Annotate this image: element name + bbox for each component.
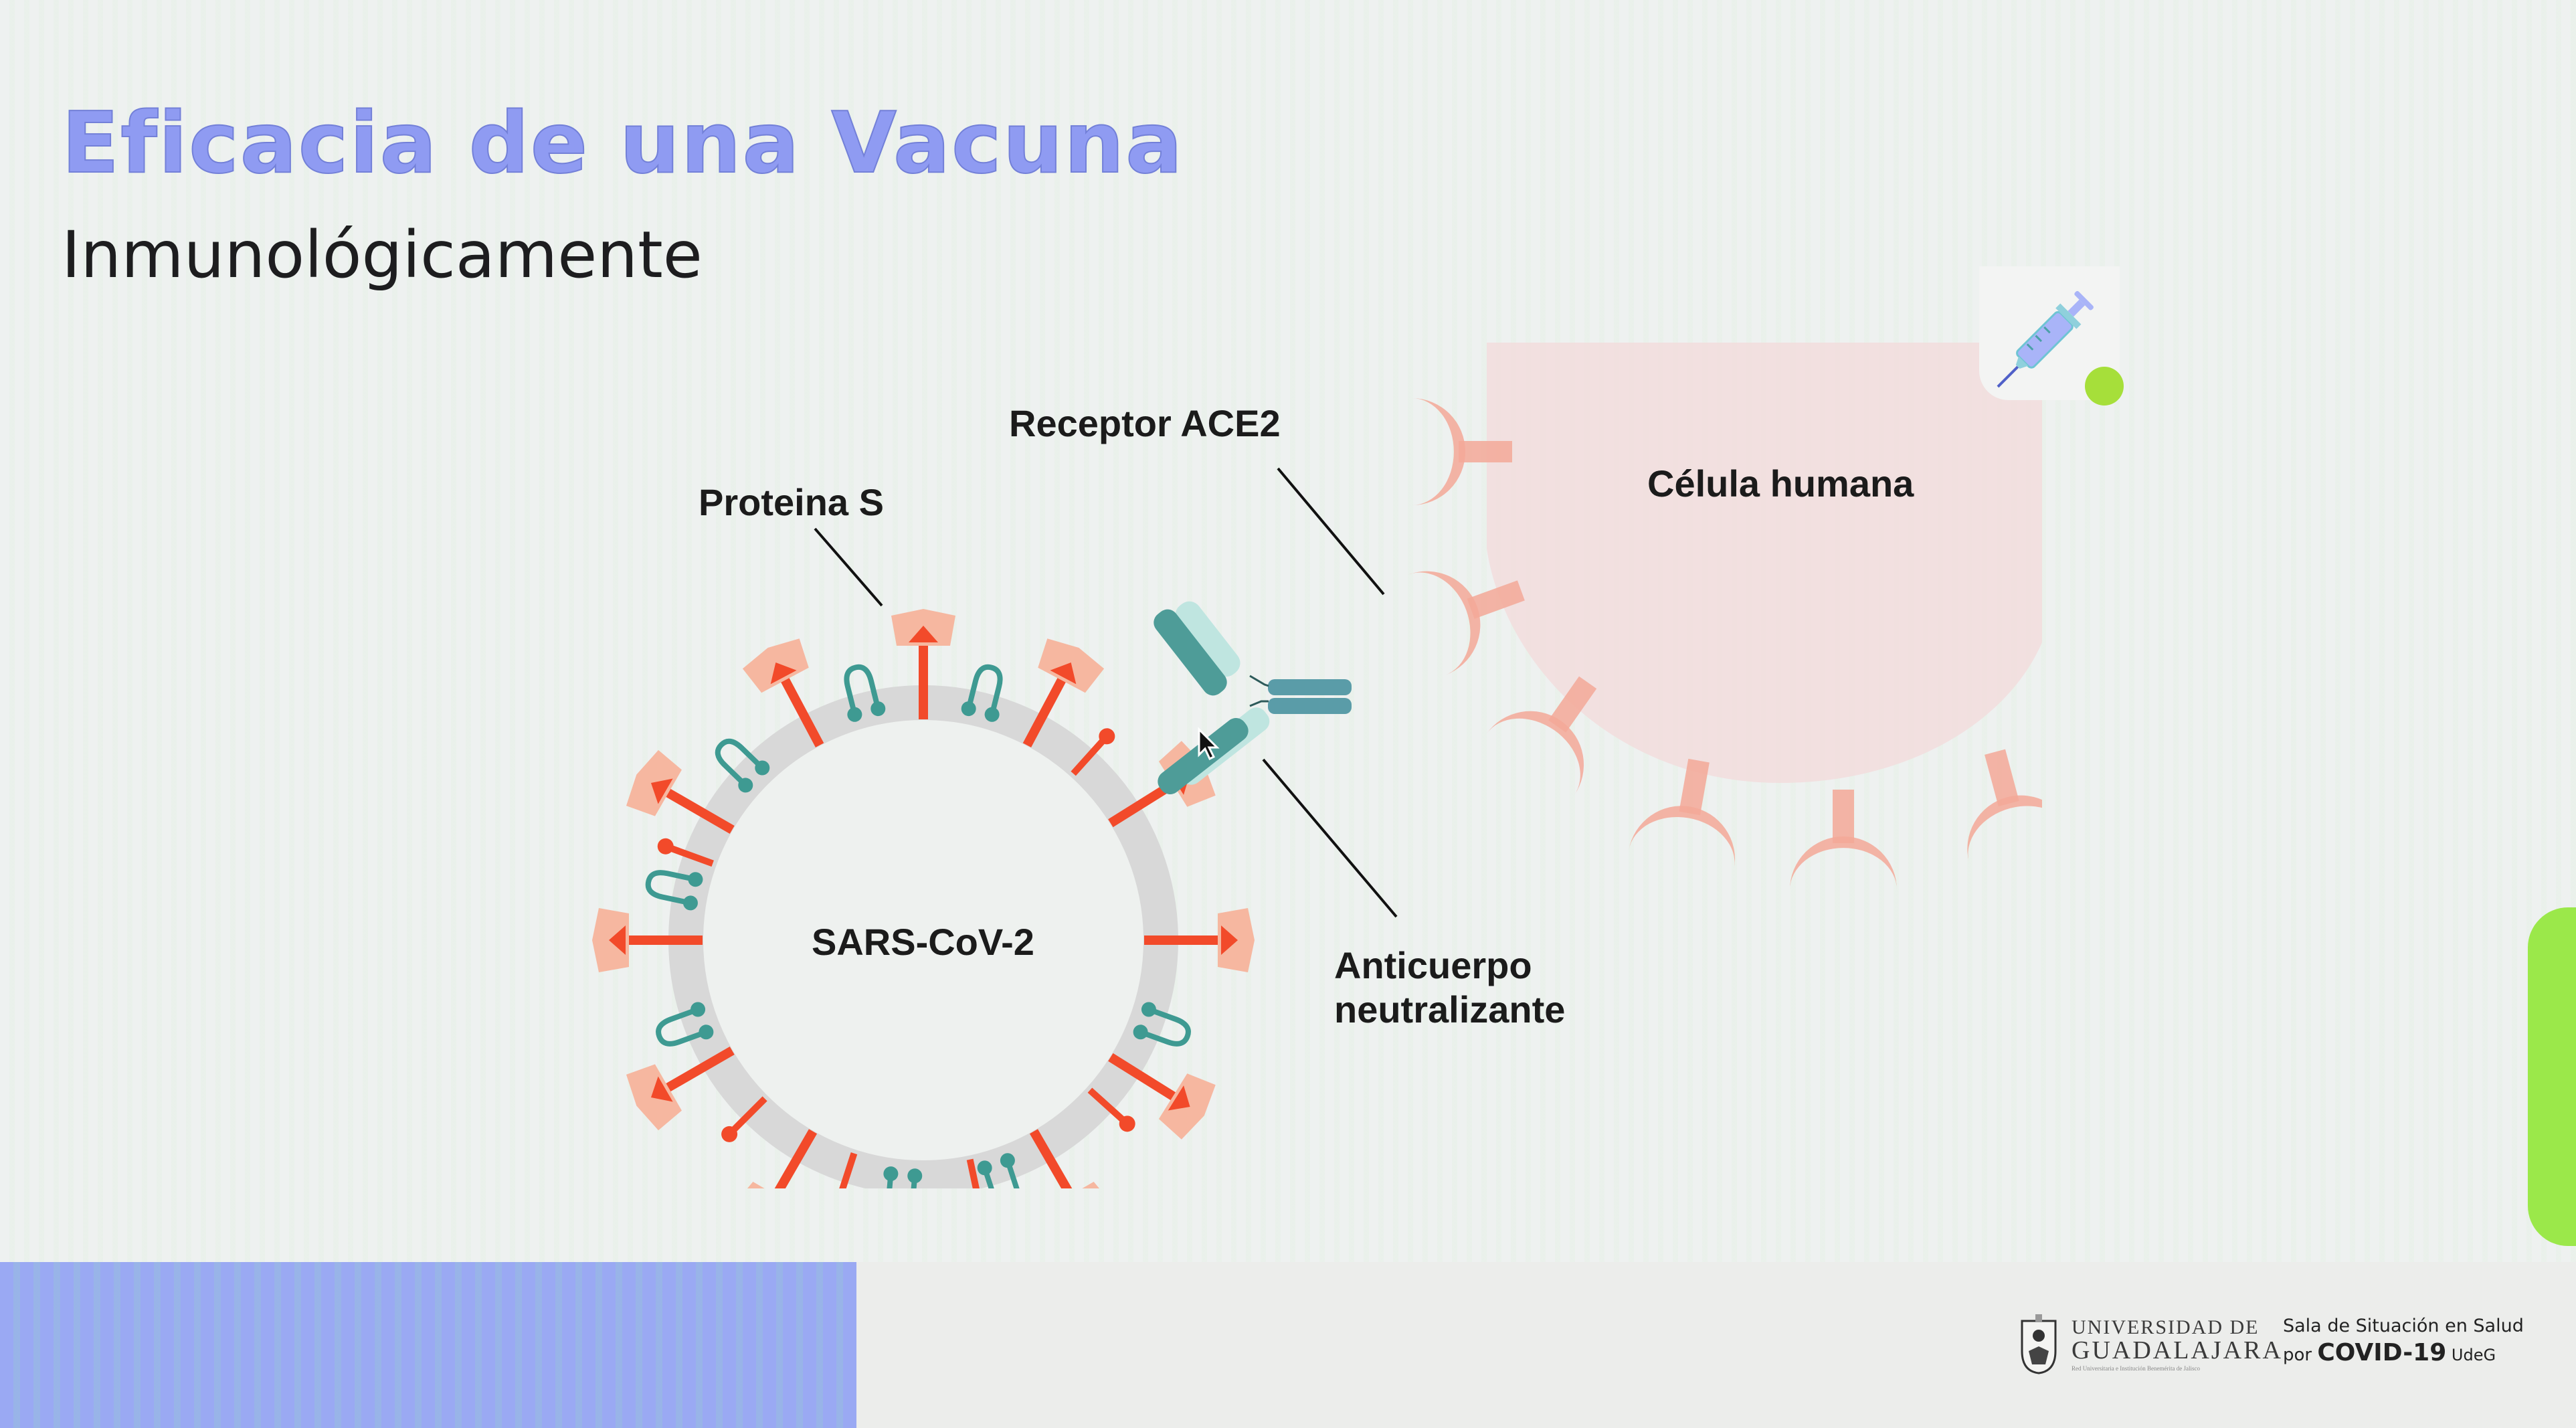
label-sars-cov-2: SARS-CoV-2 xyxy=(812,921,1034,963)
spike-protein xyxy=(1029,1129,1114,1188)
udg-line3: Red Universitaria e Institución Beneméri… xyxy=(2072,1364,2200,1372)
virus-interior xyxy=(703,719,1144,1161)
label-anticuerpo-line2: neutralizante xyxy=(1334,988,1566,1031)
footer-accent-bar xyxy=(0,1262,856,1428)
spike-protein xyxy=(891,609,955,719)
mouse-cursor-icon xyxy=(1198,727,1220,761)
ace2-receptor xyxy=(1629,758,1736,869)
label-receptor-ace2: Receptor ACE2 xyxy=(1009,402,1281,444)
label-anticuerpo: Anticuerpo neutralizante xyxy=(1334,944,1565,1032)
small-spike xyxy=(836,1152,858,1188)
small-spike xyxy=(966,1158,984,1188)
slide-subtitle: Inmunológicamente xyxy=(62,217,703,292)
ace2-receptor xyxy=(1790,790,1897,890)
spike-protein xyxy=(1108,1053,1216,1140)
sala-covid-logo: Sala de Situación en Salud por COVID-19 … xyxy=(2283,1316,2524,1366)
membrane-protein xyxy=(645,870,703,911)
cell-body xyxy=(1487,343,2042,783)
udg-line1: UNIVERSIDAD DE xyxy=(2072,1316,2260,1338)
membrane-protein xyxy=(977,1153,1021,1188)
spike-protein xyxy=(1144,908,1255,972)
spike-protein xyxy=(1022,638,1105,747)
syringe-card[interactable] xyxy=(1979,266,2120,400)
label-celula-humana: Célula humana xyxy=(1647,462,1914,505)
label-anticuerpo-line1: Anticuerpo xyxy=(1334,944,1532,986)
small-spike xyxy=(1087,1087,1135,1132)
spike-protein xyxy=(742,638,824,747)
syringe-icon xyxy=(1997,290,2094,388)
small-spike xyxy=(721,1096,767,1142)
membrane-proteins xyxy=(645,664,1191,1188)
sala-covid: COVID-19 xyxy=(2317,1339,2447,1366)
spike-protein xyxy=(592,908,703,972)
sala-line1: Sala de Situación en Salud xyxy=(2283,1316,2524,1336)
membrane-protein xyxy=(961,664,1003,722)
neutralizing-antibody xyxy=(1154,601,1352,794)
udg-crest-icon xyxy=(2021,1314,2057,1374)
sala-por: por xyxy=(2283,1345,2318,1365)
udg-line2: GUADALAJARA xyxy=(2072,1336,2283,1364)
ace2-receptor xyxy=(1486,676,1597,796)
small-spike xyxy=(1071,728,1115,776)
ace2-receptor xyxy=(1412,398,1512,505)
leader-line-receptor-ace2 xyxy=(1277,467,1385,596)
label-proteina-s: Proteina S xyxy=(699,481,884,523)
footer-background xyxy=(856,1262,2576,1428)
membrane-protein xyxy=(1133,1002,1191,1047)
udg-logo: UNIVERSIDAD DE GUADALAJARA Red Universit… xyxy=(2015,1314,2283,1374)
ace2-receptor xyxy=(1408,571,1525,675)
leader-line-anticuerpo xyxy=(1262,758,1398,918)
sars-cov-2-virus xyxy=(592,609,1255,1188)
small-spike xyxy=(657,838,714,867)
sala-udeg: UdeG xyxy=(2446,1346,2496,1364)
ace2-receptor xyxy=(1967,749,2042,863)
ace2-receptors xyxy=(1408,398,2042,890)
status-dot xyxy=(2085,367,2124,406)
membrane-protein xyxy=(883,1166,923,1188)
spike-protein xyxy=(626,1046,735,1131)
leader-line-proteina-s xyxy=(814,527,883,607)
membrane-protein xyxy=(656,1002,714,1047)
membrane-protein xyxy=(844,664,886,722)
side-tab[interactable] xyxy=(2528,907,2576,1246)
slide-title: Eficacia de una Vacuna xyxy=(61,93,1184,193)
human-cell xyxy=(1408,343,2042,890)
spike-protein xyxy=(733,1129,818,1188)
membrane-protein xyxy=(715,738,770,793)
spike-protein xyxy=(626,749,735,834)
